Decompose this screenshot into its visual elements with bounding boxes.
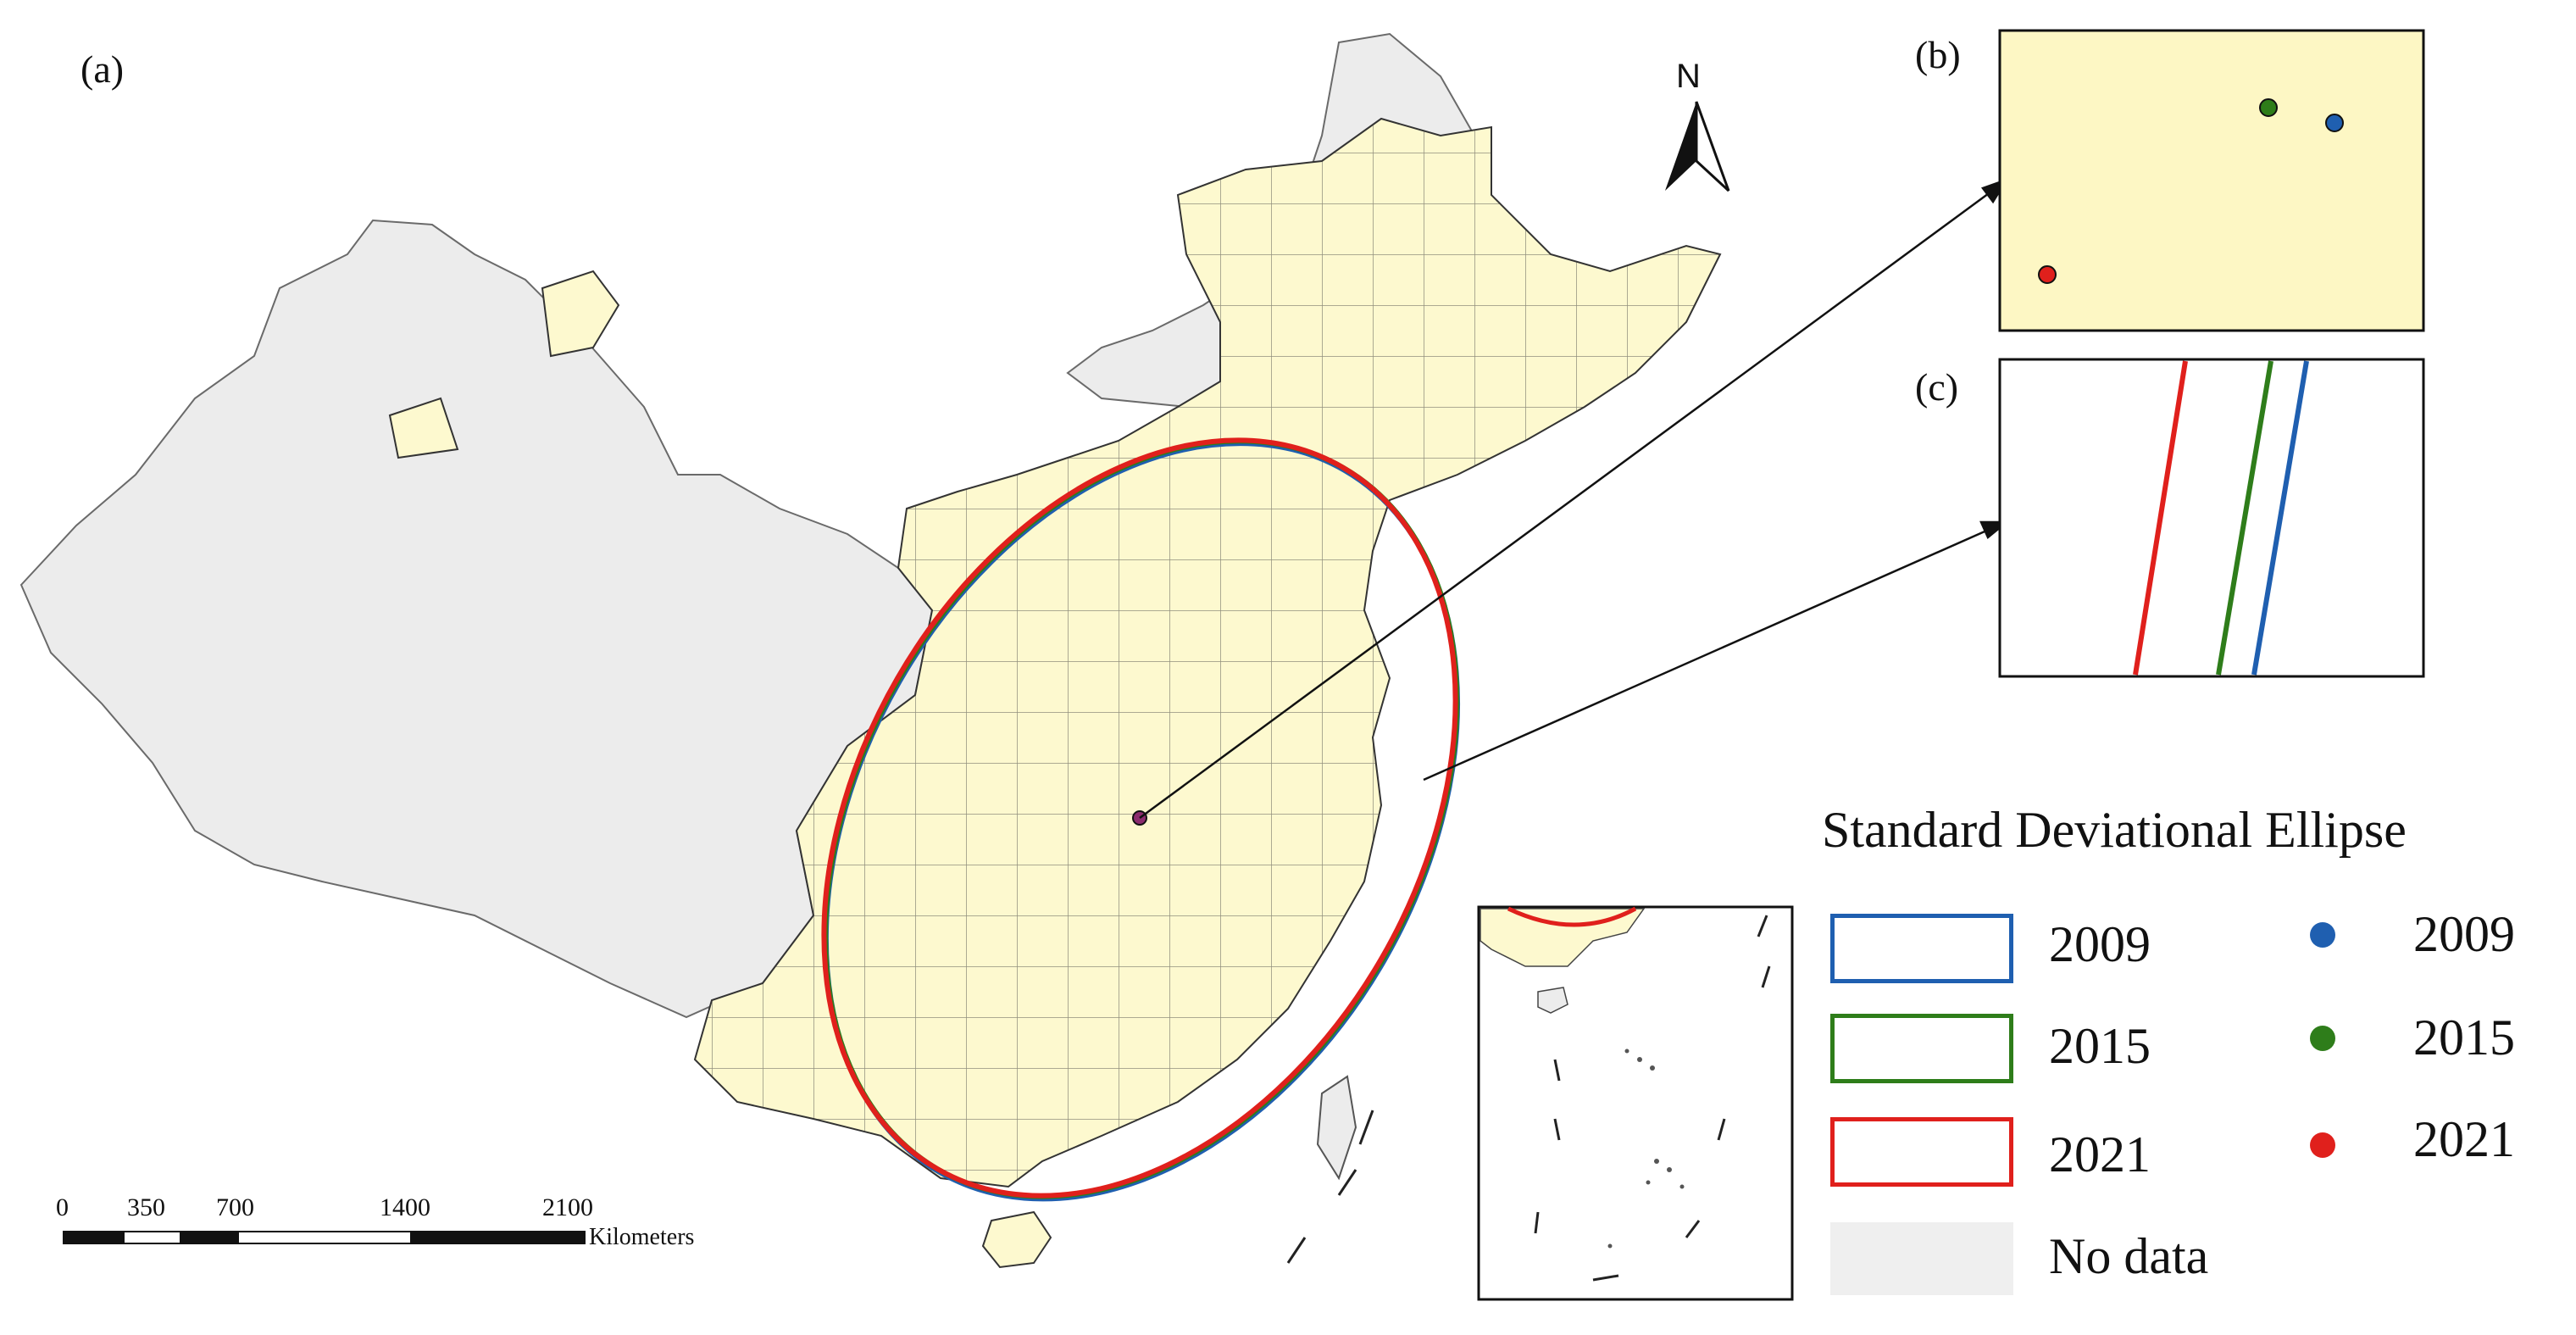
panel-label-a: (a) xyxy=(80,47,125,91)
legend-center-2009-dot xyxy=(2310,922,2335,948)
ellipses xyxy=(821,437,1461,1202)
panel-c-line-2015 xyxy=(2216,360,2273,676)
legend-ellipse-2009-label: 2009 xyxy=(2049,916,2151,972)
legend-ellipse-2015-label: 2015 xyxy=(2049,1018,2151,1074)
scale-tick-350: 350 xyxy=(127,1193,165,1221)
legend-ellipse-2021-label: 2021 xyxy=(2049,1126,2151,1182)
legend-center-2021-label: 2021 xyxy=(2413,1111,2515,1167)
scale-tick-700: 700 xyxy=(216,1193,254,1221)
legend-ellipse-2015-swatch xyxy=(1830,1014,2013,1083)
legend-ellipse-2009-swatch xyxy=(1830,914,2013,983)
legend-center-2015-dot xyxy=(2310,1026,2335,1051)
scale-unit: Kilometers xyxy=(589,1224,695,1250)
panel-c-line-2009 xyxy=(2251,360,2309,676)
north-arrow-icon xyxy=(1665,101,1730,192)
legend-title: Standard Deviational Ellipse xyxy=(1822,802,2407,858)
scale-bar-graphic xyxy=(63,1231,586,1244)
legend-center-2009-label: 2009 xyxy=(2413,906,2515,962)
scale-tick-0: 0 xyxy=(56,1193,69,1221)
hainan-island xyxy=(981,1210,1052,1269)
ellipse-2021 xyxy=(821,437,1458,1199)
north-label: N xyxy=(1676,58,1701,95)
legend-center-2021-dot xyxy=(2310,1132,2335,1158)
panel-label-c: (c) xyxy=(1915,365,1959,409)
scale-tick-1400: 1400 xyxy=(380,1193,430,1221)
panel-b-point-2021 xyxy=(2038,265,2057,284)
scale-tick-2100: 2100 xyxy=(542,1193,593,1221)
panel-b-point-2015 xyxy=(2259,98,2278,117)
panel-c-frame xyxy=(1998,358,2425,678)
legend-center-2015-label: 2015 xyxy=(2413,1010,2515,1065)
panel-c-line-2021 xyxy=(2133,360,2188,676)
no-data-region xyxy=(19,219,934,1019)
panel-label-b: (b) xyxy=(1915,33,1961,76)
legend-no-data-swatch xyxy=(1830,1222,2013,1295)
panel-b-point-2009 xyxy=(2325,114,2344,132)
inset-frame xyxy=(1477,905,1794,1301)
legend-ellipse-2021-swatch xyxy=(1830,1117,2013,1187)
legend-no-data-label: No data xyxy=(2049,1228,2209,1284)
panel-b-frame xyxy=(1998,29,2425,332)
